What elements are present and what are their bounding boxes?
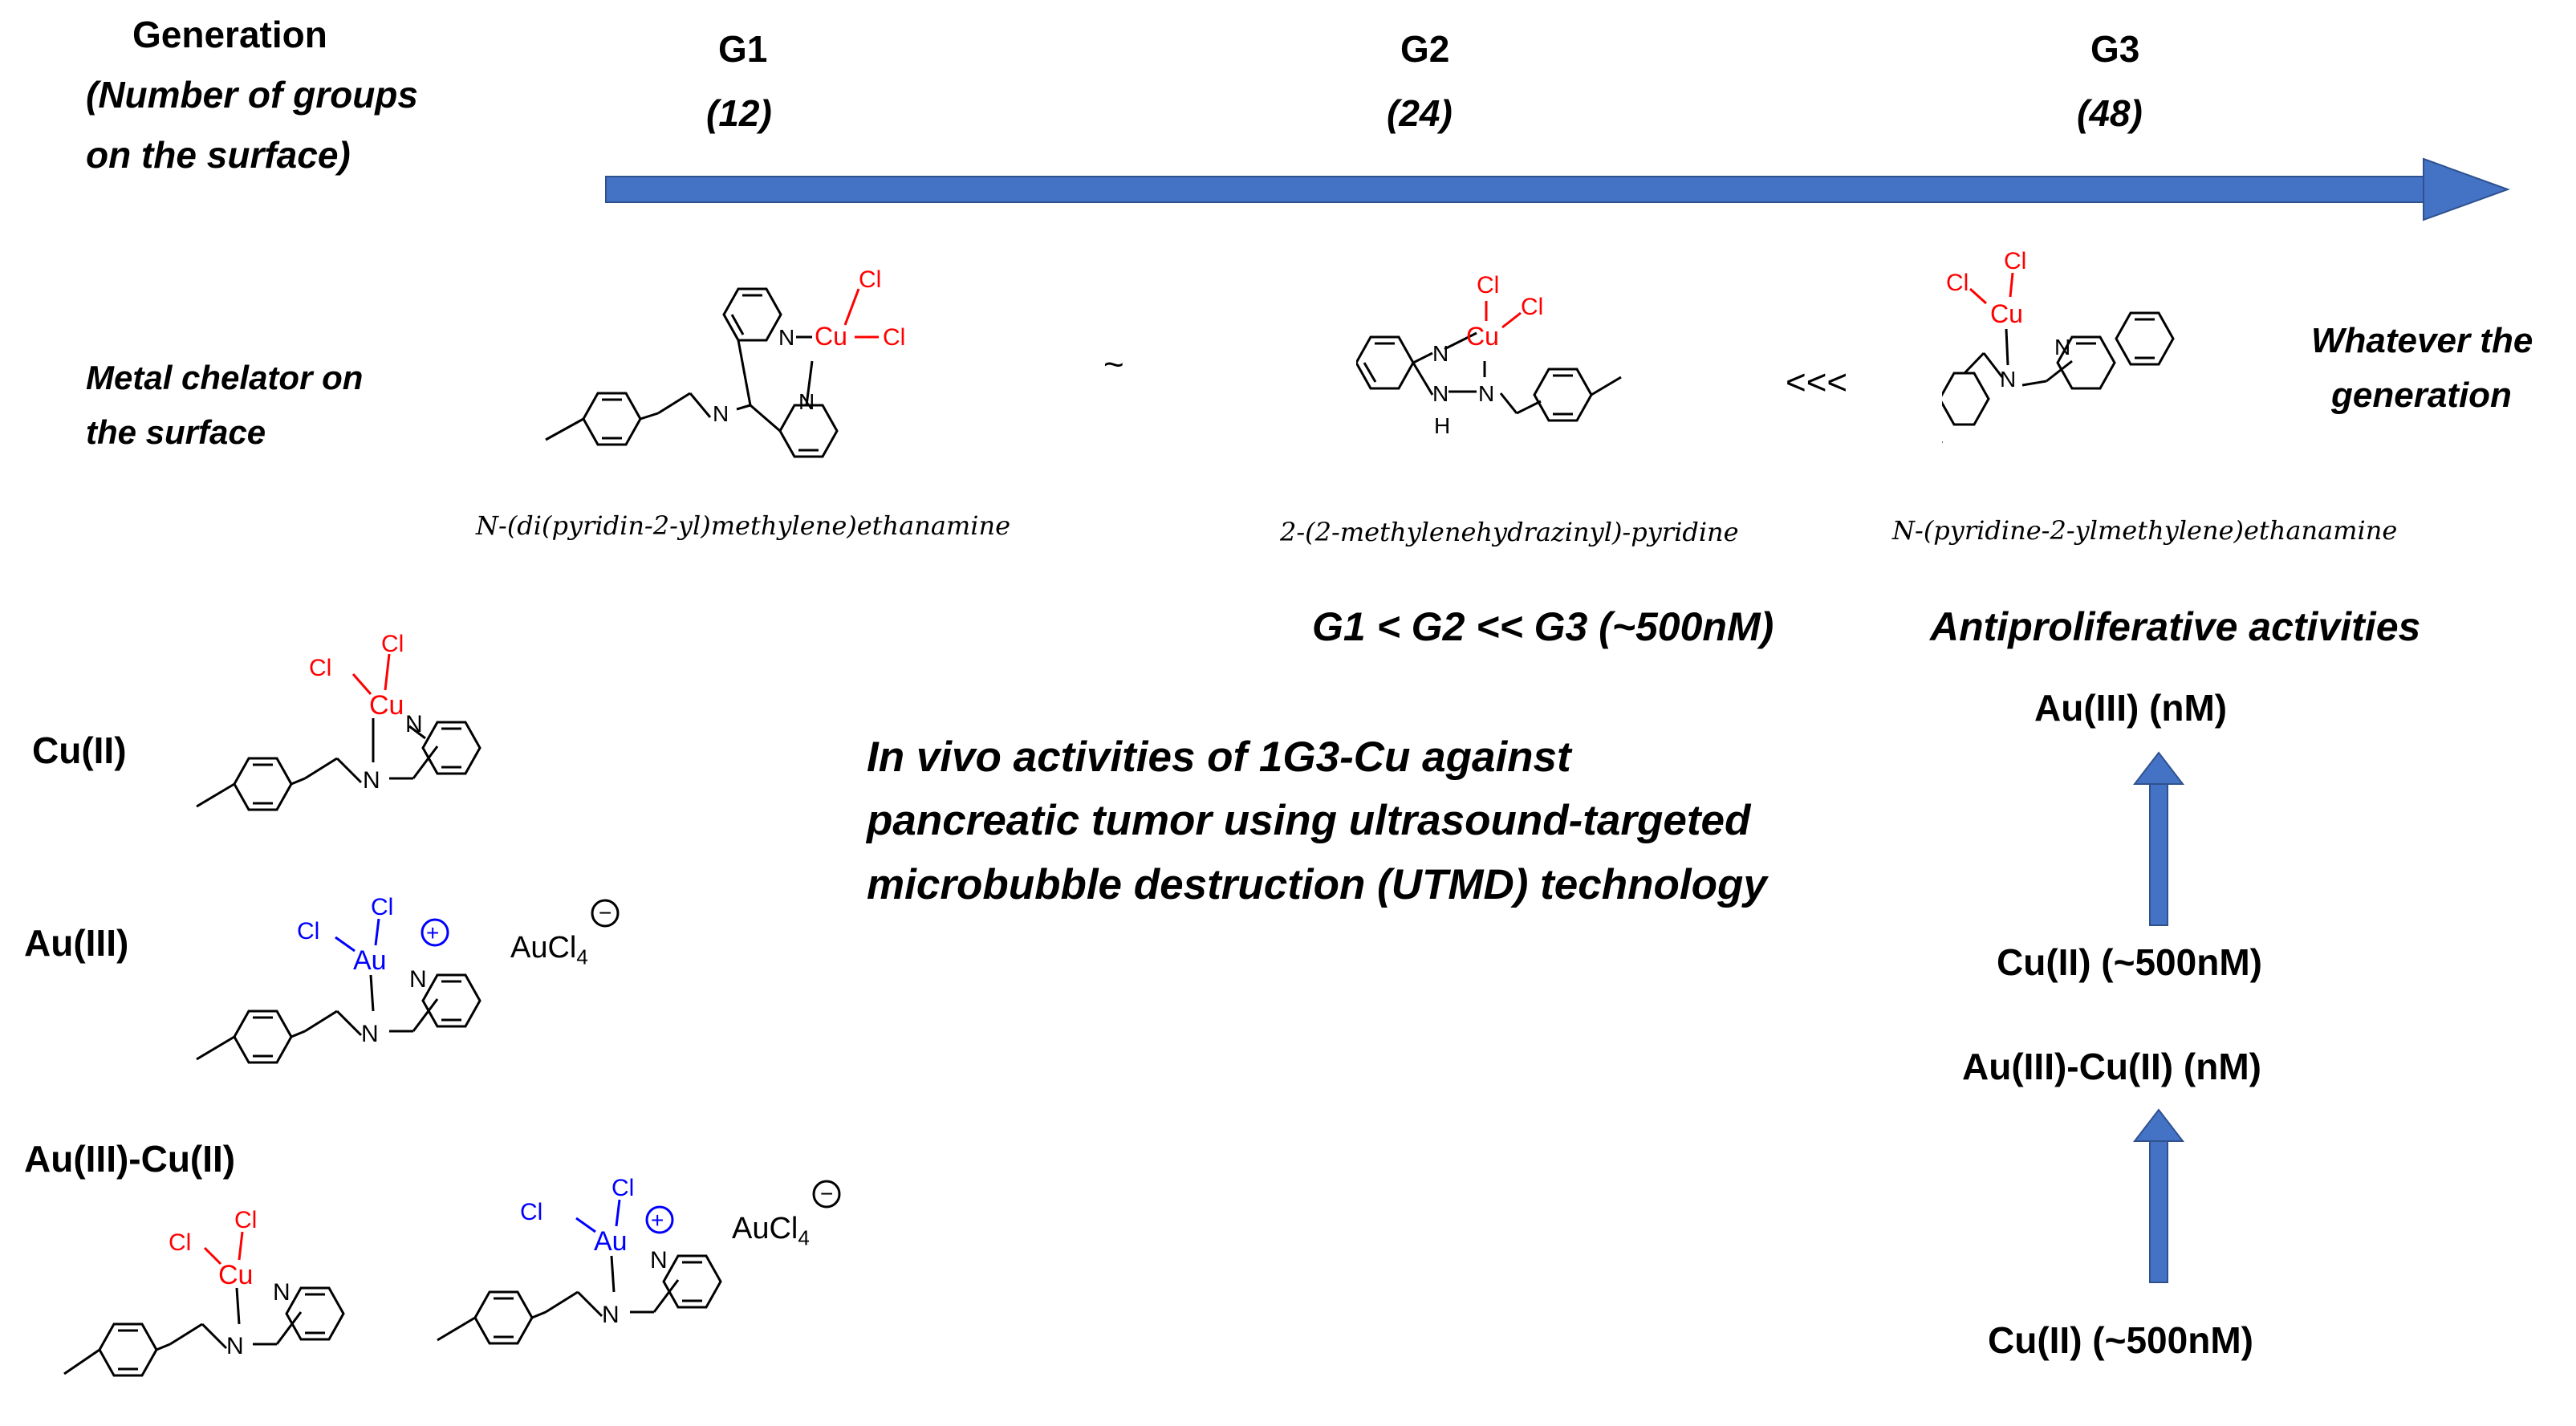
atom-n-py: N (1432, 341, 1448, 366)
complex-label-cu2: Cu(II) (32, 729, 127, 771)
activity-au3cu2: Au(III)-Cu(II) (nM) (1962, 1046, 2261, 1087)
counterion-subscript: 4 (576, 945, 588, 969)
counterion-au3cu2: AuCl4 (732, 1212, 810, 1251)
atom-cu: Cu (369, 690, 404, 721)
atom-cl-a: Cl (859, 266, 881, 293)
positive-charge-icon (645, 1205, 674, 1234)
structure-g2-hydrazinyl-cucl2: N N H N Cu Cl Cl (1356, 272, 1622, 438)
structure-au3-complex: N N Au Cl Cl + (196, 894, 481, 1064)
positive-charge-icon (421, 918, 449, 947)
generation-g3-groups: (48) (2077, 92, 2143, 134)
atom-cl-a: Cl (2004, 248, 2026, 274)
atom-cu: Cu (1466, 322, 1499, 351)
atom-n-imine: N (363, 767, 380, 794)
atom-n-nh: N (1432, 381, 1448, 406)
chelator-label-line2: the surface (86, 413, 266, 451)
atom-cl-a: Cl (371, 894, 393, 920)
atom-cl-a: Cl (1477, 272, 1499, 299)
chelator-label-line1: Metal chelator on (86, 359, 364, 396)
atom-au: Au (594, 1226, 628, 1257)
counterion-subscript: 4 (798, 1225, 810, 1250)
negative-charge-icon: − (812, 1180, 841, 1209)
generation-arrow-shaft (605, 176, 2424, 203)
positive-charge-sign: + (426, 920, 439, 945)
atom-n-py: N (405, 711, 423, 737)
atom-n-py1: N (778, 325, 794, 350)
whatever-line2: generation (2331, 376, 2512, 415)
counterion-au3: AuCl4 (510, 931, 588, 970)
generation-comparison: G1 < G2 << G3 (~500nM) (1312, 604, 1774, 649)
generation-g1-groups: (12) (706, 92, 772, 134)
atom-cl-b: Cl (309, 655, 331, 681)
antiproliferative-title: Antiproliferative activities (1930, 604, 2421, 649)
atom-n-py: N (650, 1247, 668, 1274)
structure-au3cu2-cu-part: N N Cu Cl Cl (63, 1207, 345, 1377)
complex-label-au3: Au(III) (24, 922, 129, 964)
atom-n-imine: N (2000, 367, 2016, 392)
atom-n-py: N (273, 1279, 291, 1306)
generation-g3-name: G3 (2090, 28, 2140, 70)
chelator-name-g2: 2-(2-methylenehydrazinyl)-pyridine (1280, 517, 1739, 547)
atom-cl-a: Cl (234, 1207, 257, 1233)
up-arrow-top (2132, 751, 2185, 926)
atom-n-py: N (409, 966, 427, 993)
activity-cu2-bottom: Cu(II) (~500nM) (1988, 1319, 2253, 1361)
invivo-line2: pancreatic tumor using ultrasound-target… (867, 797, 1751, 844)
invivo-line3: microbubble destruction (UTMD) technolog… (867, 861, 1767, 908)
atom-au: Au (353, 945, 387, 976)
atom-n-imine: N (1478, 381, 1494, 406)
structure-au3cu2-au-part: N N Au Cl Cl + (437, 1175, 722, 1345)
atom-n-imine: N (602, 1302, 620, 1328)
generation-g1-name: G1 (718, 28, 768, 70)
chelator-name-g1: N-(di(pyridin-2-yl)methylene)ethanamine (476, 510, 1011, 541)
generation-arrow (605, 157, 2510, 221)
groups-label-line1: (Number of groups (86, 74, 418, 116)
activity-cu2-mid: Cu(II) (~500nM) (1997, 941, 2262, 983)
negative-charge-icon: − (591, 899, 620, 928)
atom-n-imine: N (713, 401, 729, 426)
atom-cu: Cu (815, 322, 847, 351)
atom-cl-b: Cl (520, 1199, 542, 1225)
generation-arrow-head (2423, 157, 2510, 221)
groups-label-line2: on the surface) (86, 134, 351, 176)
much-less-symbol: <<< (1786, 363, 1848, 402)
generation-g2-groups: (24) (1387, 92, 1453, 134)
atom-h: H (1434, 413, 1450, 438)
atom-n-imine: N (361, 1021, 379, 1047)
counterion-text: AuCl (732, 1212, 798, 1245)
positive-charge-sign: + (651, 1208, 664, 1233)
complex-label-au3cu2: Au(III)-Cu(II) (24, 1138, 236, 1180)
atom-cl-b: Cl (169, 1229, 191, 1256)
negative-charge-sign: − (820, 1181, 833, 1206)
generation-label: Generation (132, 14, 327, 55)
up-arrow-bottom (2132, 1108, 2185, 1283)
generation-g2-name: G2 (1400, 28, 1450, 70)
structure-g1-dipyridyl-cucl2: N N N Cu Cl Cl (545, 266, 905, 458)
atom-n-imine: N (226, 1333, 244, 1359)
counterion-text: AuCl (510, 931, 577, 965)
atom-cu: Cu (218, 1260, 253, 1290)
chelator-name-g3: N-(pyridine-2-ylmethylene)ethanamine (1892, 515, 2398, 546)
whatever-line1: Whatever the (2311, 321, 2533, 360)
atom-cl-b: Cl (1946, 270, 1969, 296)
negative-charge-sign: − (599, 900, 611, 925)
atom-cl-b: Cl (1521, 294, 1543, 320)
structure-g3-pyridylmethylene-cucl2: N N Cu Cl Cl (1942, 248, 2175, 444)
invivo-line1: In vivo activities of 1G3-Cu against (867, 733, 1571, 781)
approx-symbol: ~ (1103, 345, 1124, 384)
atom-cl-b: Cl (883, 324, 905, 351)
atom-cl-b: Cl (297, 918, 319, 945)
atom-cu: Cu (1990, 299, 2023, 328)
atom-n-py: N (2054, 335, 2070, 360)
atom-cl-a: Cl (611, 1175, 634, 1201)
structure-cu2-complex: N N Cu Cl Cl (196, 631, 481, 811)
activity-au3: Au(III) (nM) (2034, 687, 2228, 729)
atom-cl-a: Cl (381, 631, 404, 657)
atom-n-py2: N (798, 389, 815, 414)
